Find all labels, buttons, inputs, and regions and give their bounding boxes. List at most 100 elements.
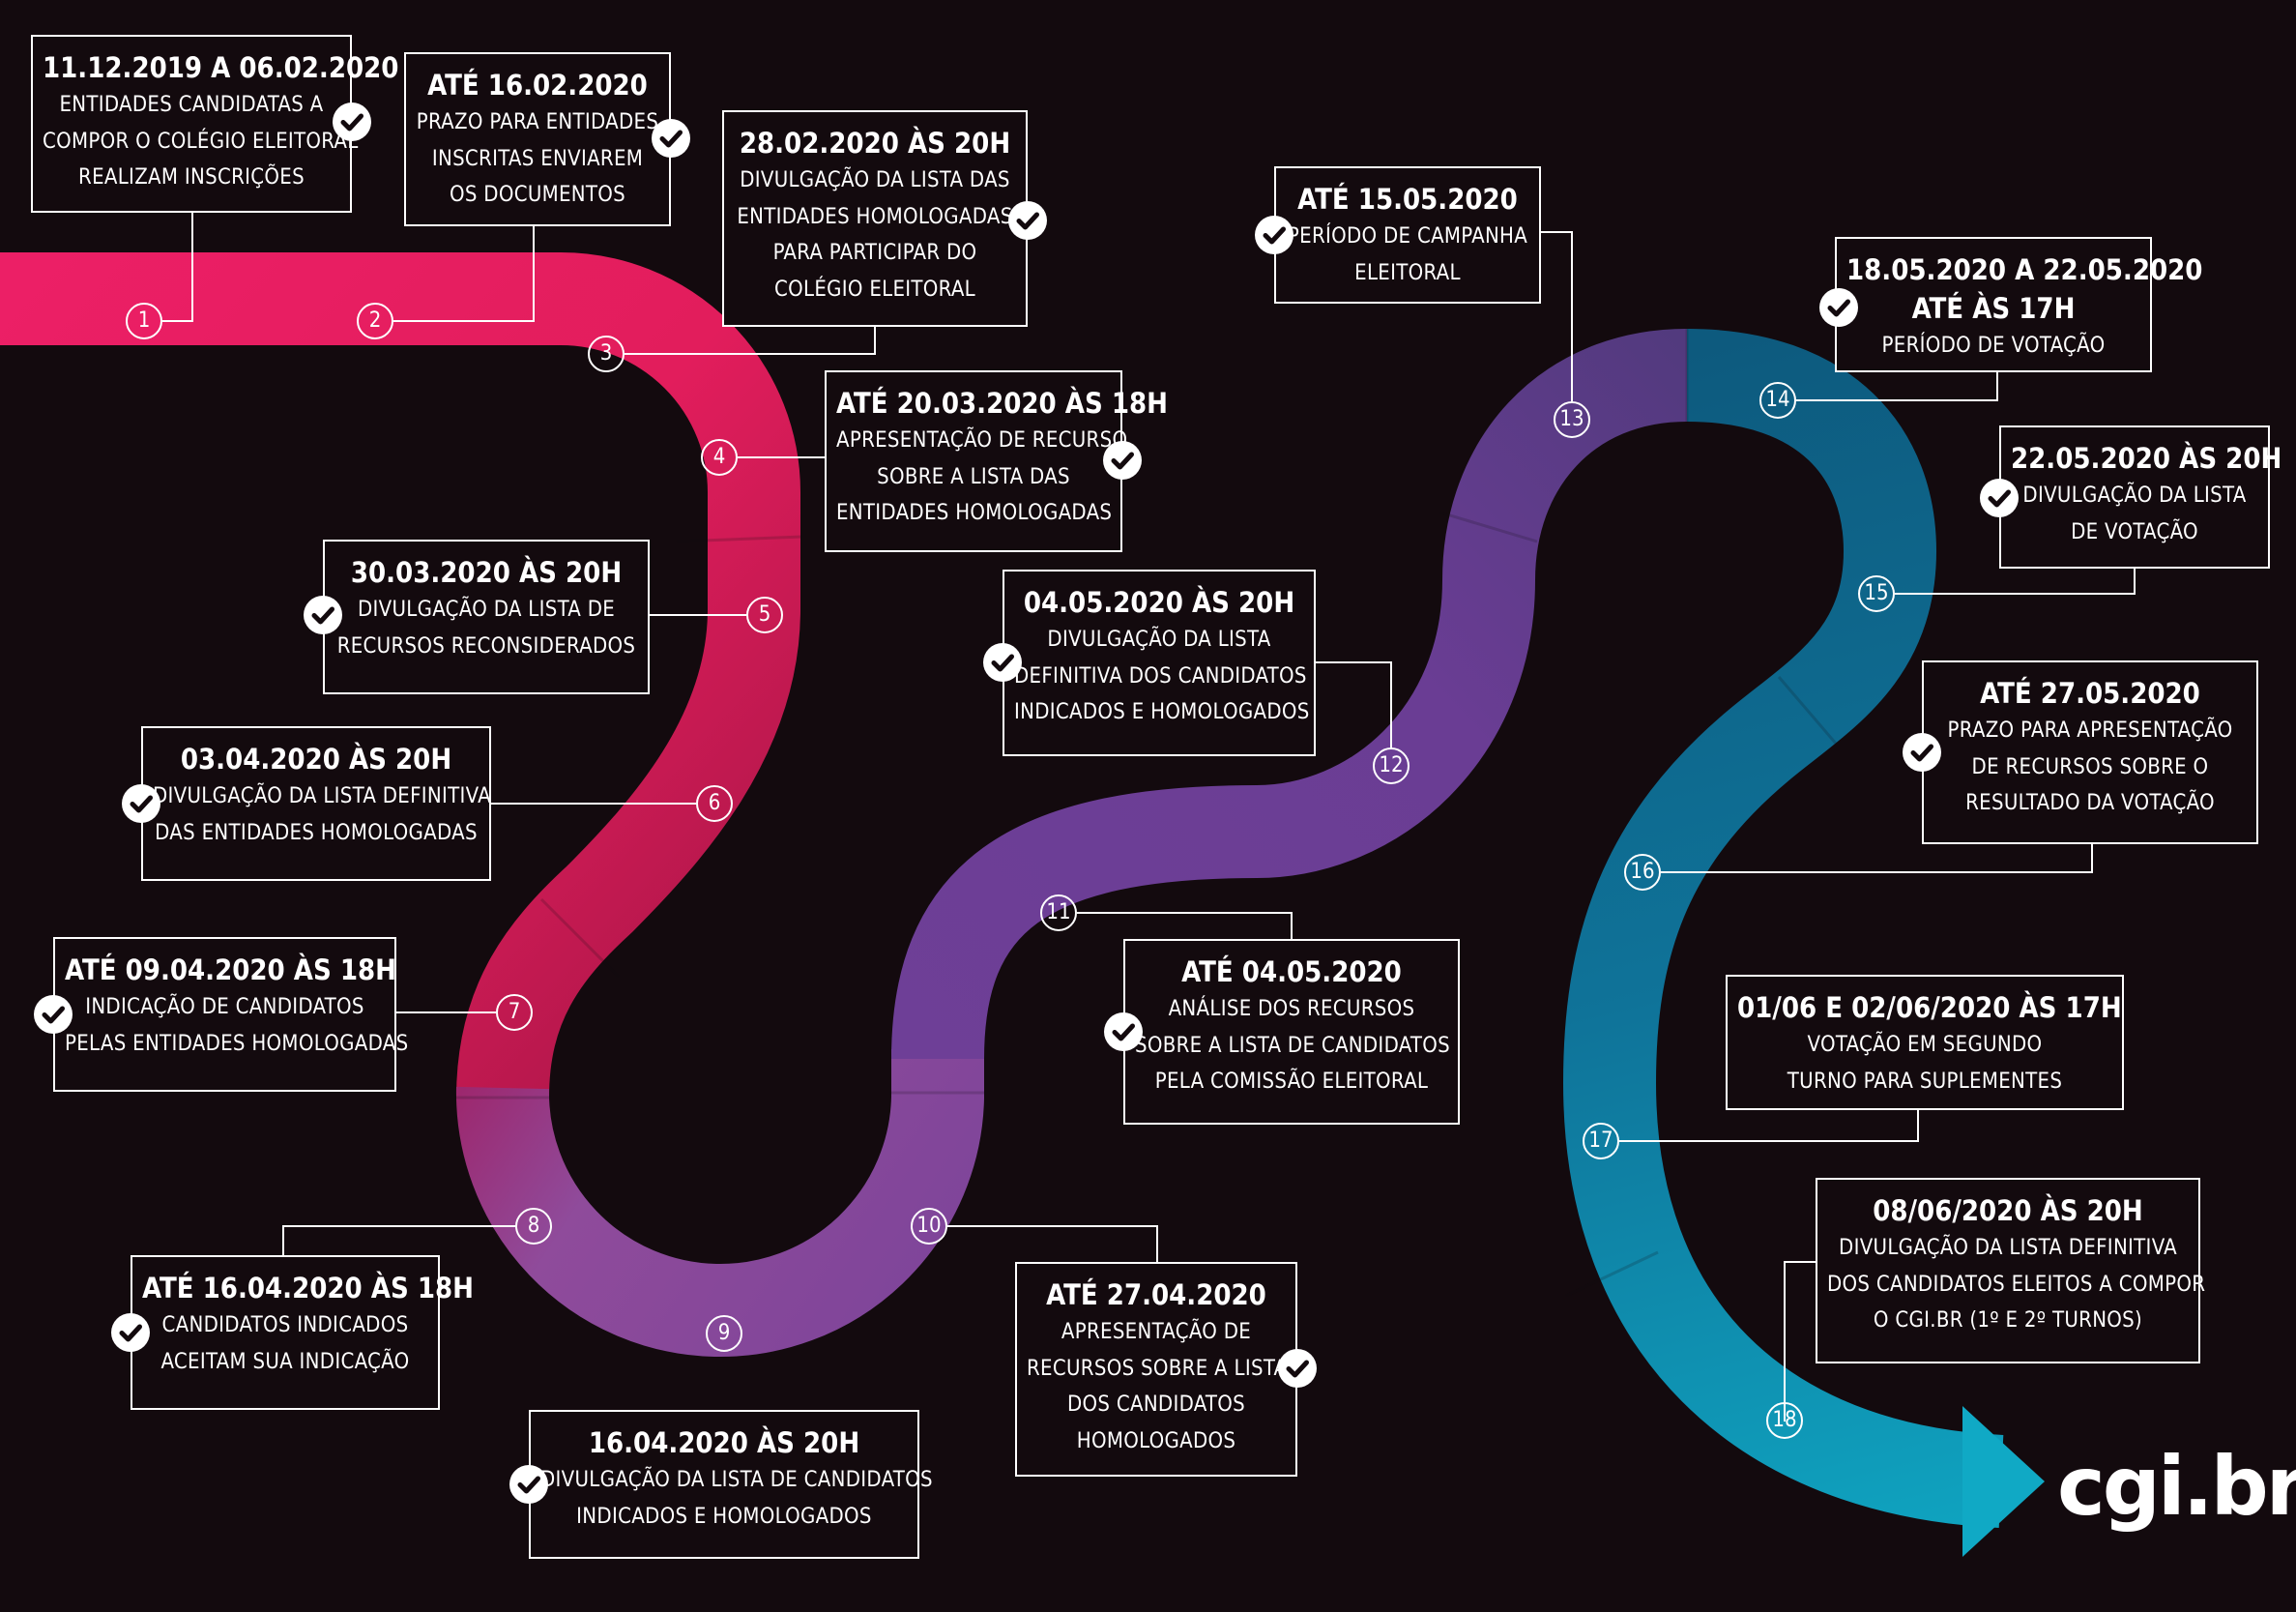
- check-icon: [34, 995, 73, 1034]
- connector-1: [162, 213, 193, 322]
- milestone-box-4: ATÉ 20.03.2020 ÀS 18H APRESENTAÇÃO DE RE…: [825, 370, 1168, 552]
- milestone-box-2: ATÉ 16.02.2020 PRAZO PARA ENTIDADES INSC…: [404, 52, 671, 226]
- milestone-text: PELA COMISSÃO ELEITORAL: [1154, 1070, 1429, 1095]
- marker-13: 13: [1554, 401, 1590, 438]
- milestone-text: ENTIDADES HOMOLOGADAS: [836, 501, 1113, 526]
- check-icon: [1980, 479, 2019, 517]
- milestone-date: ATÉ 27.04.2020: [1046, 1278, 1266, 1311]
- marker-12: 12: [1373, 747, 1410, 784]
- check-icon: [1104, 1012, 1143, 1051]
- connector-18: [1784, 1261, 1816, 1421]
- milestone-text: PERÍODO DE CAMPANHA: [1287, 224, 1528, 249]
- milestone-text: ACEITAM SUA INDICAÇÃO: [160, 1349, 410, 1374]
- milestone-box-14: 18.05.2020 A 22.05.2020 ATÉ ÀS 17H PERÍO…: [1835, 237, 2202, 372]
- milestone-text: ENTIDADES HOMOLOGADAS: [737, 204, 1013, 229]
- milestone-date: ATÉ 20.03.2020 ÀS 18H: [836, 387, 1168, 420]
- milestone-box-3: 28.02.2020 ÀS 20H DIVULGAÇÃO DA LISTA DA…: [722, 110, 1028, 327]
- connector-15: [1895, 561, 2136, 595]
- check-icon: [333, 103, 371, 141]
- milestone-time: ATÉ ÀS 17H: [1911, 292, 2076, 325]
- milestone-text: DIVULGAÇÃO DA LISTA: [2022, 484, 2247, 508]
- milestone-text: DIVULGAÇÃO DA LISTA DAS: [740, 168, 1010, 192]
- milestone-text: ANÁLISE DOS RECURSOS: [1168, 997, 1415, 1021]
- milestone-text: INDICAÇÃO DE CANDIDATOS: [85, 995, 364, 1019]
- milestone-text: PRAZO PARA ENTIDADES: [416, 110, 659, 134]
- milestone-text: OS DOCUMENTOS: [449, 183, 626, 208]
- milestone-text: RECURSOS RECONSIDERADOS: [336, 633, 636, 659]
- milestone-date: ATÉ 16.04.2020 ÀS 18H: [142, 1272, 474, 1304]
- milestone-box-7: ATÉ 09.04.2020 ÀS 18H INDICAÇÃO DE CANDI…: [53, 937, 409, 1092]
- check-icon: [983, 643, 1022, 682]
- milestone-text: O CGI.BR (1º E 2º TURNOS): [1873, 1308, 2143, 1334]
- milestone-date: ATÉ 04.05.2020: [1181, 955, 1402, 988]
- milestone-box-12: 04.05.2020 ÀS 20H DIVULGAÇÃO DA LISTA DE…: [1003, 570, 1316, 756]
- milestone-text: PARA PARTICIPAR DO: [772, 241, 977, 266]
- road-segment-pink: [0, 252, 800, 1099]
- milestone-text: REALIZAM INSCRIÇÕES: [78, 165, 305, 191]
- milestone-text: SOBRE A LISTA DE CANDIDATOS: [1135, 1033, 1450, 1058]
- marker-8: 8: [515, 1208, 552, 1245]
- road-segment-teal: [1562, 329, 2004, 1528]
- milestone-box-6: 03.04.2020 ÀS 20H DIVULGAÇÃO DA LISTA DE…: [141, 726, 491, 881]
- road-segment-purple: [455, 1049, 984, 1358]
- marker-1: 1: [126, 303, 162, 339]
- milestone-text: INDICADOS E HOMOLOGADOS: [576, 1504, 872, 1529]
- connector-16: [1661, 844, 2093, 873]
- marker-2: 2: [357, 303, 393, 339]
- milestone-date: 08/06/2020 ÀS 20H: [1873, 1194, 2143, 1227]
- marker-10: 10: [911, 1208, 947, 1245]
- cgi-br-logo: cgi.br: [2057, 1439, 2296, 1534]
- milestone-text: PRAZO PARA APRESENTAÇÃO: [1947, 718, 2233, 743]
- milestone-text: RESULTADO DA VOTAÇÃO: [1965, 791, 2215, 816]
- milestone-date: ATÉ 16.02.2020: [427, 69, 648, 102]
- milestone-text: RECURSOS SOBRE A LISTA: [1027, 1356, 1288, 1381]
- marker-3: 3: [588, 336, 625, 372]
- connector-17: [1619, 1110, 1919, 1142]
- milestone-text: SOBRE A LISTA DAS: [877, 464, 1070, 489]
- connector-8: [282, 1225, 515, 1255]
- milestone-date: 16.04.2020 ÀS 20H: [588, 1426, 860, 1459]
- milestone-box-18: 08/06/2020 ÀS 20H DIVULGAÇÃO DA LISTA DE…: [1816, 1178, 2206, 1363]
- milestone-text: ELEITORAL: [1354, 260, 1461, 285]
- milestone-text: DEFINITIVA DOS CANDIDATOS: [1014, 663, 1307, 689]
- milestone-text: DIVULGAÇÃO DA LISTA DE CANDIDATOS: [540, 1468, 933, 1492]
- milestone-text: PELAS ENTIDADES HOMOLOGADAS: [65, 1031, 409, 1056]
- marker-18: 18: [1766, 1402, 1803, 1439]
- milestone-text: INDICADOS E HOMOLOGADOS: [1014, 700, 1310, 725]
- connector-12: [1311, 661, 1392, 747]
- milestone-date: 01/06 E 02/06/2020 ÀS 17H: [1737, 991, 2122, 1024]
- marker-6: 6: [696, 785, 733, 822]
- connector-14: [1796, 372, 1998, 401]
- check-icon: [1819, 288, 1858, 327]
- milestone-box-9: 16.04.2020 ÀS 20H DIVULGAÇÃO DA LISTA DE…: [529, 1410, 933, 1559]
- milestone-text: DIVULGAÇÃO DA LISTA DE: [357, 598, 616, 622]
- milestone-box-17: 01/06 E 02/06/2020 ÀS 17H VOTAÇÃO EM SEG…: [1726, 975, 2124, 1110]
- milestone-text: VOTAÇÃO EM SEGUNDO: [1807, 1033, 2043, 1057]
- milestone-date: 03.04.2020 ÀS 20H: [180, 743, 452, 776]
- check-icon: [1008, 201, 1047, 240]
- milestone-box-1: 11.12.2019 A 06.02.2020 ENTIDADES CANDID…: [31, 35, 399, 213]
- arrow-head: [1962, 1406, 2045, 1557]
- milestone-text: DOS CANDIDATOS ELEITOS A COMPOR: [1827, 1272, 2206, 1297]
- check-icon: [1903, 733, 1941, 772]
- milestone-date: ATÉ 15.05.2020: [1297, 183, 1518, 216]
- milestone-text: HOMOLOGADOS: [1076, 1428, 1236, 1453]
- milestone-text: COLÉGIO ELEITORAL: [774, 277, 975, 302]
- milestone-text: INSCRITAS ENVIAREM: [431, 146, 644, 171]
- connector-11: [1077, 912, 1293, 939]
- milestone-date: 11.12.2019 A 06.02.2020: [43, 51, 399, 84]
- marker-7: 7: [496, 994, 533, 1031]
- connector-3: [625, 327, 876, 355]
- milestone-text: CANDIDATOS INDICADOS: [161, 1313, 409, 1337]
- marker-15: 15: [1858, 575, 1895, 612]
- milestone-date: 28.02.2020 ÀS 20H: [739, 127, 1011, 160]
- check-icon: [111, 1313, 150, 1352]
- milestone-text: DAS ENTIDADES HOMOLOGADAS: [155, 820, 478, 845]
- milestone-text: DE VOTAÇÃO: [2071, 519, 2198, 544]
- check-icon: [122, 784, 160, 823]
- milestone-date: 30.03.2020 ÀS 20H: [350, 556, 623, 589]
- milestone-text: TURNO PARA SUPLEMENTES: [1787, 1069, 2063, 1094]
- milestone-box-16: ATÉ 27.05.2020 PRAZO PARA APRESENTAÇÃO D…: [1922, 660, 2258, 844]
